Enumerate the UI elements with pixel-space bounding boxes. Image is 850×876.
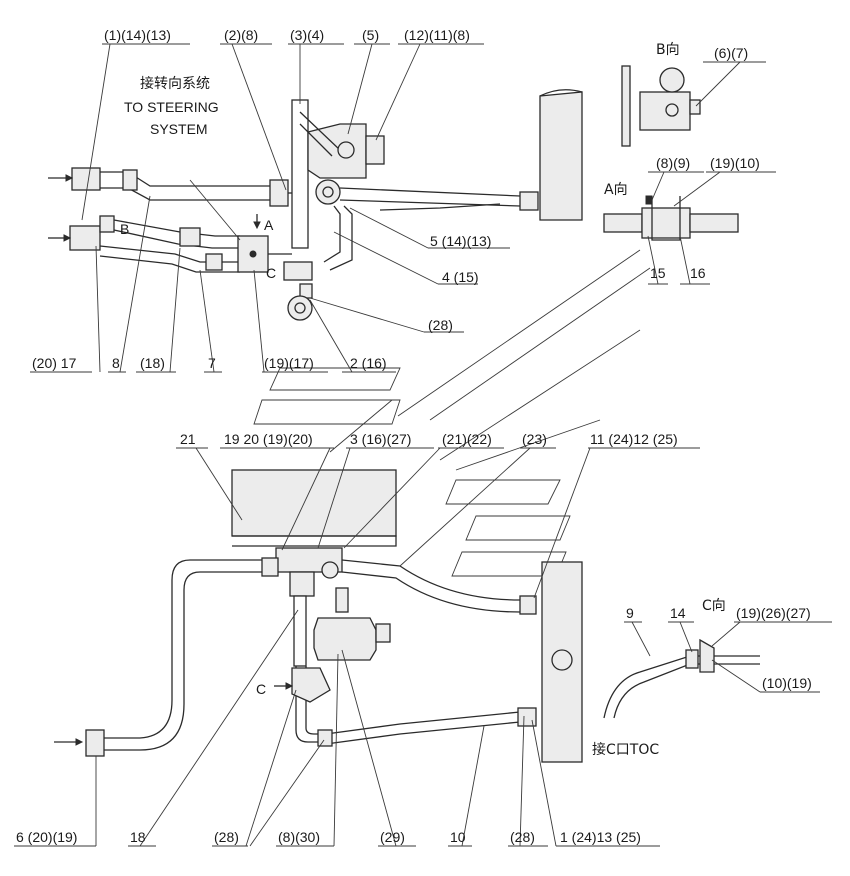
detail-view-b bbox=[621, 65, 701, 147]
part-label: (19)(26)(27) bbox=[736, 605, 811, 621]
arrow-c2-label: C bbox=[256, 681, 266, 697]
part-label: 15 bbox=[650, 265, 666, 281]
part-label: 5 (14)(13) bbox=[430, 233, 491, 249]
part-label: (5) bbox=[362, 27, 379, 43]
note-view-a: A向 bbox=[604, 182, 628, 198]
perspective-guides bbox=[253, 249, 651, 577]
part-label: 2 (16) bbox=[350, 355, 387, 371]
part-label: (21)(22) bbox=[442, 431, 492, 447]
part-label: (29) bbox=[380, 829, 405, 845]
note-view-b: B向 bbox=[656, 42, 680, 58]
part-label: 18 bbox=[130, 829, 146, 845]
part-label: (1)(14)(13) bbox=[104, 27, 171, 43]
part-label: 8 bbox=[112, 355, 120, 371]
part-label: (8)(30) bbox=[278, 829, 320, 845]
part-label: (10)(19) bbox=[762, 675, 812, 691]
part-label: (8)(9) bbox=[656, 155, 690, 171]
part-label: (28) bbox=[510, 829, 535, 845]
part-label: (3)(4) bbox=[290, 27, 324, 43]
part-label: (2)(8) bbox=[224, 27, 258, 43]
part-label: 14 bbox=[670, 605, 686, 621]
arrow-c-label: C bbox=[266, 265, 276, 281]
part-label: 7 bbox=[208, 355, 216, 371]
part-label: (23) bbox=[522, 431, 547, 447]
note-steering-en-1: TO STEERING bbox=[124, 99, 219, 115]
bottom-assembly bbox=[54, 469, 583, 763]
part-label: (18) bbox=[140, 355, 165, 371]
part-label: (19)(10) bbox=[710, 155, 760, 171]
part-label: 3 (16)(27) bbox=[350, 431, 411, 447]
part-label: 16 bbox=[690, 265, 706, 281]
annotations: 接转向系统 TO STEERING SYSTEM B向 A向 C向 接C口TOC… bbox=[16, 27, 812, 845]
part-label: 10 bbox=[450, 829, 466, 845]
top-assembly bbox=[48, 89, 583, 321]
note-view-c: C向 bbox=[702, 598, 726, 614]
detail-view-a bbox=[603, 195, 739, 241]
part-label: 19 20 (19)(20) bbox=[224, 431, 313, 447]
leader-lines bbox=[14, 43, 832, 847]
part-label: 9 bbox=[626, 605, 634, 621]
part-label: (19)(17) bbox=[264, 355, 314, 371]
part-label: 11 (24)12 (25) bbox=[590, 431, 678, 447]
part-label: 1 (24)13 (25) bbox=[560, 829, 641, 845]
part-label: (20) 17 bbox=[32, 355, 77, 371]
note-steering-en-2: SYSTEM bbox=[150, 121, 208, 137]
note-steering-cn: 接转向系统 bbox=[140, 75, 210, 92]
part-label: (28) bbox=[428, 317, 453, 333]
arrow-a-label: A bbox=[264, 217, 274, 233]
note-to-c-port: 接C口TOC bbox=[592, 741, 659, 758]
part-label: (12)(11)(8) bbox=[404, 27, 470, 43]
part-label: (6)(7) bbox=[714, 45, 748, 61]
part-label: 4 (15) bbox=[442, 269, 479, 285]
part-label: 6 (20)(19) bbox=[16, 829, 77, 845]
part-label: 21 bbox=[180, 431, 196, 447]
detail-view-c bbox=[603, 638, 760, 719]
part-label: (28) bbox=[214, 829, 239, 845]
arrow-b-label: B bbox=[120, 221, 129, 237]
